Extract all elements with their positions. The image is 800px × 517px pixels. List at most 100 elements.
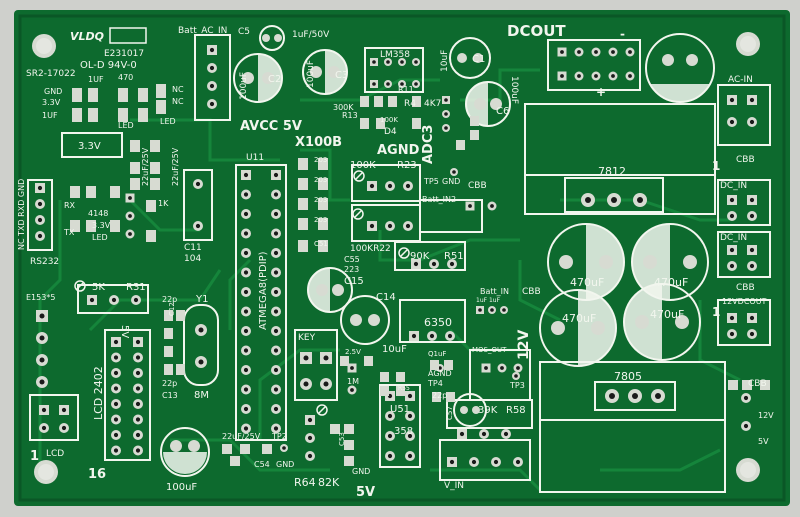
smd-pad-reg bbox=[150, 178, 160, 190]
dcout-b-pad bbox=[608, 71, 618, 81]
r51-pad bbox=[411, 259, 421, 269]
ac-in-b-pad bbox=[747, 95, 757, 105]
out-5v-pad bbox=[741, 421, 751, 431]
ac-in-b-pad bbox=[747, 117, 757, 127]
smd-pad-mid bbox=[380, 372, 389, 382]
lcd-header-a-pad bbox=[111, 399, 121, 409]
label-c57: C57 bbox=[446, 406, 454, 420]
lcd-header-outline bbox=[104, 329, 151, 461]
label-e153: E153*5 bbox=[26, 293, 55, 302]
smd-pad-rs232 bbox=[110, 186, 120, 198]
tp3-pad bbox=[512, 372, 520, 380]
smd-pad-rs232 bbox=[70, 186, 80, 198]
label-v-in: V_IN bbox=[444, 481, 464, 491]
smd-pad-crystal-caps bbox=[176, 310, 185, 321]
batt-in2-outline bbox=[419, 199, 483, 233]
label-r11: R11 bbox=[398, 85, 414, 94]
label-203c: 203 bbox=[314, 196, 327, 204]
dcout12-b-pad bbox=[747, 313, 757, 323]
label-1: 1 bbox=[30, 449, 39, 464]
label-22uf-c: 22uF/25V bbox=[222, 432, 261, 441]
smd-pad-r4 bbox=[388, 96, 397, 107]
cbb-pad bbox=[465, 201, 475, 211]
label-1-right: 1 bbox=[712, 159, 720, 173]
label-dcout: DCOUT bbox=[507, 22, 566, 40]
label-358: 358 bbox=[394, 426, 413, 437]
label-22p: 22p bbox=[432, 391, 447, 400]
smd-pad-resistor-array bbox=[318, 178, 328, 190]
cap-c6 bbox=[465, 81, 511, 127]
label-82k: 82K bbox=[318, 476, 340, 489]
dcout-b-pad bbox=[591, 71, 601, 81]
dcout-b-pad bbox=[574, 71, 584, 81]
label-470uf-c: 470uF bbox=[562, 312, 596, 325]
lcd-header-b-pad bbox=[133, 399, 143, 409]
smd-pad-r4 bbox=[412, 96, 421, 107]
label-12v-b: 12V bbox=[758, 411, 774, 420]
lcd-jumper-b-pad bbox=[59, 423, 69, 433]
dcout-a-pad bbox=[574, 47, 584, 57]
label-dc-in2: DC_IN bbox=[720, 233, 747, 243]
ac-in-a-pad bbox=[727, 95, 737, 105]
atmega-left-pad bbox=[241, 326, 251, 336]
label-mos-out: MOS_OUT bbox=[472, 346, 507, 354]
label-1k: 1K bbox=[158, 199, 169, 208]
label-c6: C6 bbox=[496, 106, 509, 117]
smd-pad-mid bbox=[380, 386, 389, 396]
ac-in-outline bbox=[717, 84, 771, 146]
key-b-pad bbox=[320, 378, 332, 390]
dc-in2-b-pad bbox=[747, 261, 757, 271]
atmega-right-pad bbox=[271, 287, 281, 297]
lcd-jumper-a-pad bbox=[39, 423, 49, 433]
label-rs232-pins: NC TXD RXD GND bbox=[17, 179, 26, 250]
label-5v-bottom: 5V bbox=[356, 485, 375, 500]
label-7812: 7812 bbox=[598, 165, 626, 178]
label-7805: 7805 bbox=[614, 370, 642, 383]
label-8m: 8M bbox=[194, 390, 209, 401]
smd-pad-mid bbox=[432, 392, 441, 402]
dcout-a-pad bbox=[608, 47, 618, 57]
smd-pad-mid bbox=[396, 372, 405, 382]
dc-in-b-pad bbox=[747, 211, 757, 221]
key-outline bbox=[294, 329, 338, 401]
label-100kr22: 100KR22 bbox=[350, 244, 391, 254]
label-led3: LED bbox=[92, 233, 108, 242]
lcd-header-b-pad bbox=[133, 430, 143, 440]
label-c53: C53 bbox=[338, 432, 346, 446]
smd-pad-top-left bbox=[118, 108, 128, 122]
tp2-pad bbox=[280, 444, 288, 452]
label-3v3: 3.3V bbox=[42, 98, 61, 107]
key-a-pad bbox=[300, 352, 312, 364]
cap-c2 bbox=[233, 53, 283, 103]
cap-c3 bbox=[302, 49, 348, 95]
label-adc3: ADC3 bbox=[421, 125, 436, 164]
v-in-pad bbox=[513, 457, 523, 467]
smd-pad-rs232 bbox=[86, 186, 96, 198]
label-470: 470 bbox=[118, 73, 133, 82]
label-tp5: TP5 bbox=[423, 177, 439, 186]
label-r58: R58 bbox=[506, 405, 526, 416]
label-dc-in: DC_IN bbox=[720, 181, 747, 191]
trimmer-symbols bbox=[74, 170, 410, 416]
smd-pad-reg bbox=[150, 162, 160, 174]
lm358-bot-pad bbox=[398, 80, 406, 88]
lcd-header-b-pad bbox=[133, 383, 143, 394]
out-12v-pad bbox=[741, 393, 751, 403]
smd-pad-bottom bbox=[330, 424, 340, 434]
cap-c15 bbox=[307, 267, 353, 313]
label-r13: R13 bbox=[342, 111, 358, 120]
lm358-top-pad bbox=[398, 58, 406, 66]
smd-pad-resistor-array bbox=[298, 158, 308, 170]
caps-1uf-pad bbox=[476, 306, 484, 314]
label-ac-in: AC-IN bbox=[728, 75, 753, 85]
smd-pad-bottom bbox=[344, 424, 354, 434]
label-c12: C12 bbox=[168, 302, 176, 316]
smd-pad-r4 bbox=[412, 118, 421, 129]
label-agnd: AGND bbox=[377, 143, 420, 158]
label-batt-ac-in: Batt_AC_IN bbox=[178, 26, 227, 36]
atmega-right-pad bbox=[271, 189, 281, 200]
smd-pad-bottom bbox=[344, 440, 354, 450]
label-nc2: NC bbox=[172, 97, 184, 106]
smd-pad-crystal-caps bbox=[164, 310, 173, 321]
